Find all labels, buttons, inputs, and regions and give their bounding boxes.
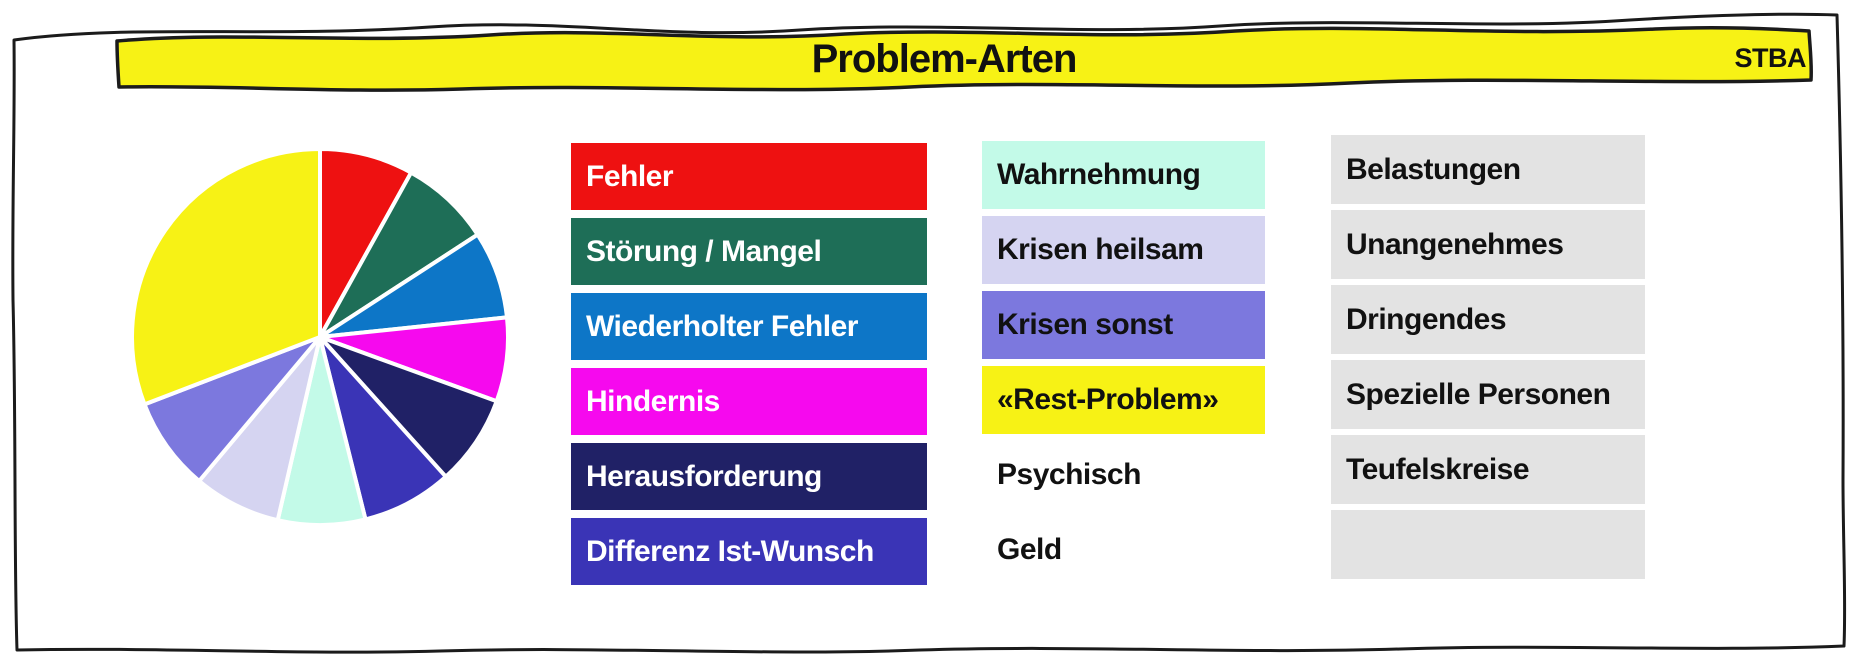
outer-frame-border [11,12,1847,654]
legend-item-krisen-heilsam: Krisen heilsam [982,216,1265,284]
legend-item-rest-problem: «Rest-Problem» [982,366,1265,434]
legend-item-krisen-sonst: Krisen sonst [982,291,1265,359]
legend-item-teufelskreise: Teufelskreise [1331,435,1645,504]
legend-column-3: Belastungen Unangenehmes Dringendes Spez… [1331,135,1645,585]
legend-item-stoerung-mangel: Störung / Mangel [571,218,927,285]
legend-item-herausforderung: Herausforderung [571,443,927,510]
author-badge: STBA [1734,42,1807,73]
legend-item-belastungen: Belastungen [1331,135,1645,204]
legend-item-fehler: Fehler [571,143,927,210]
title-banner [115,25,1813,92]
legend-item-empty-box [1331,510,1645,579]
legend-item-wahrnehmung: Wahrnehmung [982,141,1265,209]
legend-item-geld: Geld [997,533,1062,566]
legend-item-dringendes: Dringendes [1331,285,1645,354]
legend-column-1: Fehler Störung / Mangel Wiederholter Feh… [571,143,927,593]
legend-item-differenz-ist-wunsch: Differenz Ist-Wunsch [571,518,927,585]
legend-item-wiederholter-fehler: Wiederholter Fehler [571,293,927,360]
page-title: Problem-Arten [811,37,1078,81]
legend-item-psychisch: Psychisch [997,458,1141,491]
pie-chart [120,137,520,537]
pie-slice-10 [130,147,322,407]
legend-column-2: Wahrnehmung Krisen heilsam Krisen sonst … [982,141,1265,591]
legend-item-unangenehmes: Unangenehmes [1331,210,1645,279]
legend-item-spezielle-personen: Spezielle Personen [1331,360,1645,429]
legend-item-hindernis: Hindernis [571,368,927,435]
